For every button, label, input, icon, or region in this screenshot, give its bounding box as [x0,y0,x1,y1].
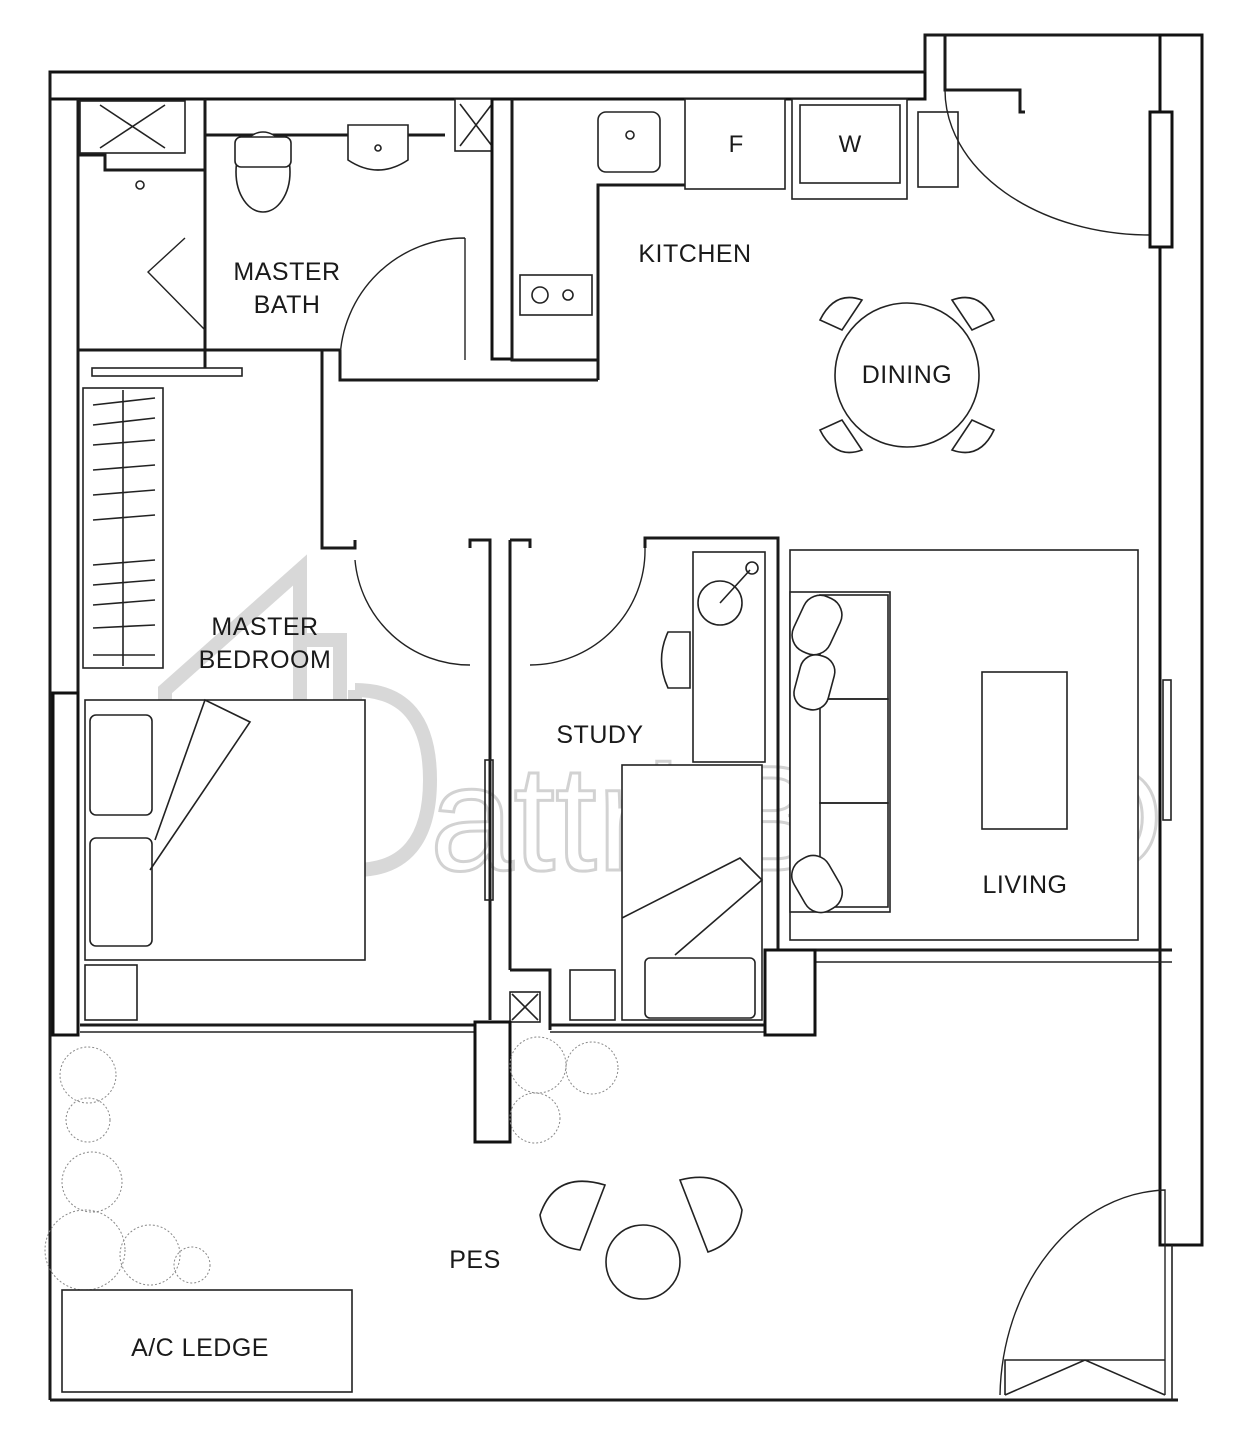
shower-partition [78,153,207,352]
sliding-door [484,759,494,901]
patio-set [539,1176,743,1300]
pillow [89,714,153,816]
master-bath-label-1: MASTER [233,258,340,286]
pes-label: PES [449,1246,501,1274]
hob [519,274,593,316]
bath-kitchen-wall [490,97,514,361]
pes-step [1004,1359,1166,1396]
study-door [529,547,646,666]
study-side-table [569,969,616,1021]
study: STUDY [468,536,780,1030]
tv-console [1162,679,1172,821]
study-left-wall [468,538,492,1020]
entry-door-leaf [1148,110,1174,249]
bedroom-window-wall [51,691,80,1037]
pillow [89,837,153,947]
fridge [684,98,786,190]
dining-chair [818,296,864,332]
kitchen-label: KITCHEN [638,240,751,268]
dining: DINING [818,296,996,454]
toilet-tank [234,136,292,168]
dining-table [834,302,980,448]
bath-door [339,237,466,361]
dining-chair [818,418,864,454]
bedroom-door [354,559,471,666]
master-bath: MASTER BATH [78,97,514,382]
top-wall [48,70,927,101]
study-right-wall [643,536,780,950]
living-label: LIVING [983,871,1068,899]
bedroom-corridor-wall [320,350,357,550]
kitchen-sink [597,111,661,173]
dining-label: DINING [862,361,953,389]
column [473,1020,512,1144]
dining-chair [950,418,996,454]
study-label: STUDY [556,721,643,749]
patio-chair [678,1176,743,1254]
bedside-table [84,964,138,1021]
bath-door-frame [338,350,470,382]
column [763,948,817,1037]
ac-ledge [61,1289,353,1393]
blanket-fold [149,698,252,871]
pes-boundary [80,948,1172,1144]
wash-basin [347,124,409,171]
study-blanket [621,857,764,956]
study-chair [660,631,691,689]
plants [44,1036,619,1291]
kitchen: F W KITCHEN [470,98,959,382]
shoe-cabinet [917,111,959,188]
cushion [790,854,844,914]
wardrobe-top-rail [91,367,243,377]
shower-head [135,180,145,190]
patio-chair [539,1180,607,1251]
master-bedroom-label-1: MASTER [211,613,318,641]
pes-gate [999,1189,1166,1396]
entry-door [944,89,1151,236]
master-bath-label-2: BATH [254,291,321,319]
cushion [791,594,843,656]
wardrobe-hangers [92,390,156,666]
master-bedroom-label-2: BEDROOM [199,646,332,674]
ac-ledge-label: A/C LEDGE [131,1334,269,1362]
shower-door [146,237,206,331]
patio-table [605,1224,681,1300]
entry-jamb [923,33,1025,114]
master-bedroom: MASTER BEDROOM [82,350,471,1021]
cushion [793,654,836,711]
coffee-table [981,671,1068,830]
fridge-label: F [729,131,744,158]
watermark-d-letter [348,683,438,878]
washer-label: W [839,131,862,158]
study-pillow [644,957,756,1019]
living: LIVING [789,549,1172,941]
dining-chair [950,296,996,332]
pes: PES A/C LEDGE [44,1036,1166,1396]
